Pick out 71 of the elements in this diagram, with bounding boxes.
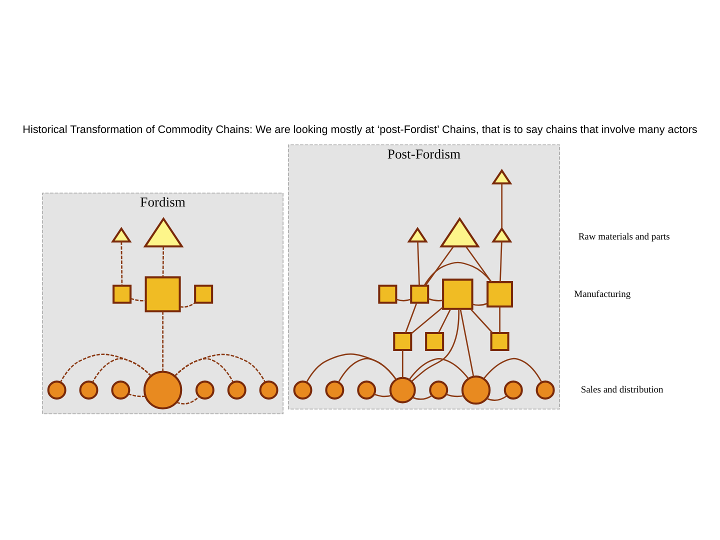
connector — [408, 357, 469, 380]
node-triangle — [110, 226, 132, 242]
node-triangle — [407, 226, 428, 242]
node-circle — [259, 380, 278, 400]
connector — [465, 246, 492, 282]
node-box — [486, 280, 514, 308]
node-circle — [111, 380, 130, 400]
node-box — [442, 278, 474, 310]
connector — [417, 241, 420, 286]
node-box — [490, 331, 510, 350]
node-circle — [429, 380, 448, 400]
node-box — [194, 284, 214, 304]
connector — [428, 298, 444, 301]
connector — [501, 183, 502, 228]
connector — [424, 246, 454, 286]
node-circle — [389, 376, 416, 403]
node-circle — [325, 380, 344, 400]
node-triangle — [439, 216, 480, 247]
node-box — [410, 284, 430, 304]
node-box — [425, 331, 444, 350]
node-circle — [293, 380, 312, 400]
connector — [486, 394, 508, 400]
connector — [410, 306, 444, 334]
connector — [396, 298, 412, 301]
connector — [412, 394, 432, 400]
node-circle — [143, 370, 182, 409]
connector — [180, 302, 196, 308]
connector — [470, 308, 493, 333]
connector — [162, 246, 164, 277]
node-box — [144, 276, 181, 312]
connector — [338, 357, 397, 382]
node-triangle — [491, 226, 512, 242]
cluster: Post-Fordism — [288, 144, 560, 409]
diagram-title: Historical Transformation of Commodity Chains: We are looking mostly at ‘post-Fordist’ Chains, that is to say chains that involve many actors — [22, 124, 698, 136]
connector — [120, 241, 123, 286]
label: Raw materials and parts — [578, 232, 670, 242]
connector — [402, 350, 404, 378]
node-box — [112, 284, 132, 304]
label: Sales and distribution — [580, 385, 664, 396]
connector — [174, 353, 266, 382]
connector — [483, 357, 542, 382]
node-circle — [195, 380, 214, 400]
label: Manufacturing — [574, 289, 631, 300]
connector — [500, 241, 502, 282]
node-circle — [461, 374, 491, 404]
connector — [446, 393, 464, 397]
connector — [404, 302, 418, 333]
connector — [499, 306, 500, 332]
connector — [438, 308, 452, 333]
node-triangle — [491, 168, 512, 184]
connector — [130, 297, 146, 301]
node-circle — [536, 380, 555, 400]
connector — [374, 393, 392, 397]
connector — [460, 308, 474, 376]
node-triangle — [143, 216, 184, 247]
node-circle — [504, 380, 523, 400]
connector — [411, 308, 460, 382]
connector — [176, 396, 200, 404]
connector — [162, 310, 164, 372]
connector — [306, 352, 397, 382]
connector — [128, 392, 146, 397]
connector — [60, 353, 152, 382]
connector — [472, 302, 488, 306]
connector — [424, 261, 492, 286]
node-box — [393, 331, 412, 350]
node-circle — [357, 380, 376, 400]
node-circle — [79, 380, 98, 400]
node-circle — [47, 380, 66, 400]
cluster: Fordism — [42, 192, 284, 414]
node-circle — [227, 380, 246, 400]
node-box — [378, 284, 398, 304]
